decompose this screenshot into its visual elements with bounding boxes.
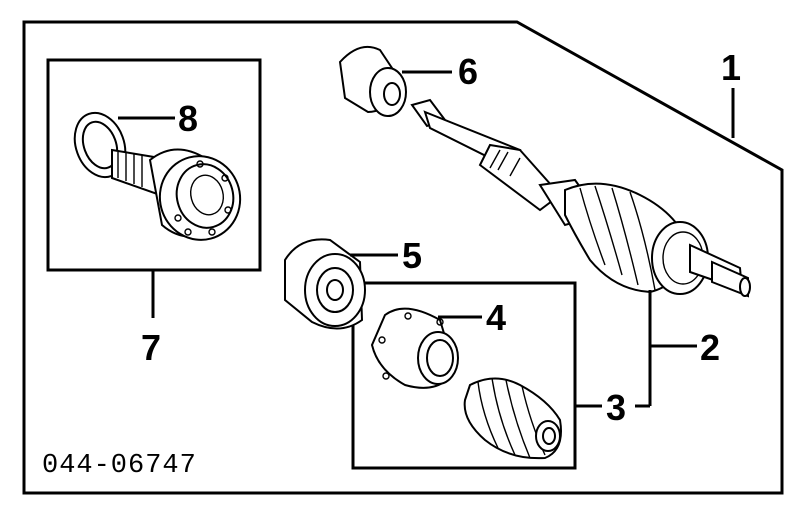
outer-frame	[22, 20, 784, 495]
bush-6	[338, 46, 407, 117]
boot-3	[463, 377, 562, 460]
callout-2: 2	[700, 327, 720, 368]
callout-6: 6	[458, 51, 478, 92]
inset-box-3	[351, 281, 577, 470]
part-number: 044-06747	[42, 451, 197, 481]
leader-lines	[118, 70, 735, 408]
callout-7: 7	[141, 327, 161, 368]
callout-3: 3	[606, 387, 626, 428]
callout-8: 8	[178, 98, 198, 139]
callout-5: 5	[402, 235, 422, 276]
callout-1: 1	[721, 47, 741, 88]
drive-shaft-1	[410, 98, 751, 298]
callout-4: 4	[486, 297, 506, 338]
outboard-joint-7	[111, 148, 242, 241]
bearing-5	[284, 238, 366, 330]
inboard-joint-4	[370, 307, 459, 389]
